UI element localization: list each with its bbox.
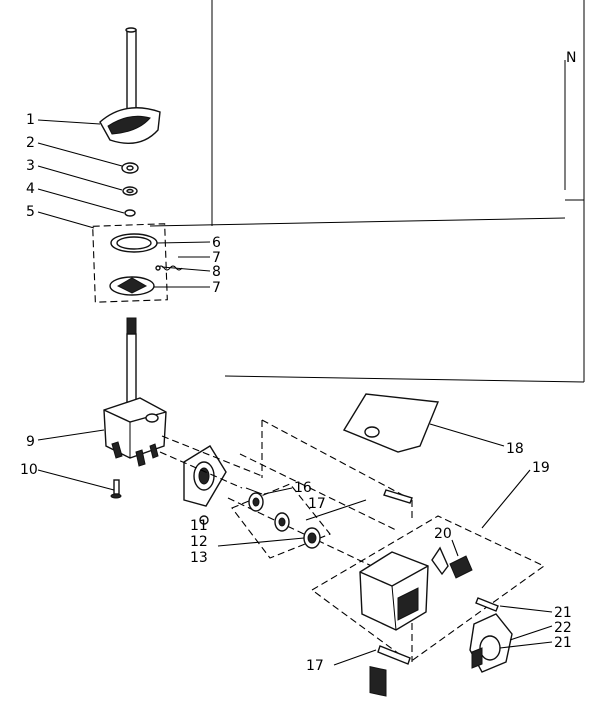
washer-icons — [121, 162, 139, 217]
frame-lines — [149, 0, 585, 383]
callout-13: 13 — [190, 550, 208, 566]
lower-shaft — [126, 317, 137, 409]
callout-2: 2 — [26, 135, 35, 151]
callout-16: 16 — [294, 480, 312, 496]
callout-17b: 17 — [306, 658, 324, 674]
part-18-gasket-icon — [342, 393, 439, 453]
top-marker-label: N — [566, 50, 576, 66]
part-9-gearcase-icon — [103, 397, 167, 467]
callout-20: 20 — [434, 526, 452, 542]
callout-7b: 7 — [212, 280, 221, 296]
part-10-bolt-icon — [110, 479, 122, 499]
part-20-bracket-icon — [431, 546, 473, 579]
callout-19: 19 — [532, 460, 550, 476]
part-12-nut-icon — [199, 515, 209, 525]
part-5-group-box — [92, 223, 168, 303]
callout-labels: 1 2 3 4 5 6 7 8 7 9 10 11 12 13 16 17 18… — [20, 112, 572, 674]
callout-18: 18 — [506, 441, 524, 457]
callout-3: 3 — [26, 158, 35, 174]
callout-21b: 21 — [554, 635, 572, 651]
callout-12: 12 — [190, 534, 208, 550]
leader-lines — [37, 119, 553, 666]
seal-icons — [248, 492, 321, 549]
main-shaft — [125, 27, 137, 121]
callout-17a: 17 — [308, 496, 326, 512]
callout-10: 10 — [20, 462, 38, 478]
callout-1: 1 — [26, 112, 35, 128]
callout-4: 4 — [26, 181, 35, 197]
callout-8: 8 — [212, 264, 221, 280]
part-11-plate-icon — [183, 445, 227, 507]
pump-block-icon — [359, 551, 429, 697]
callout-7a: 7 — [212, 250, 221, 266]
part-21-clip-icon — [475, 597, 499, 612]
part-1-cam-icon — [99, 107, 161, 144]
callout-11: 11 — [190, 518, 208, 534]
part-13-group-box — [231, 483, 331, 559]
callout-6: 6 — [212, 235, 221, 251]
callout-22: 22 — [554, 620, 572, 636]
callout-5: 5 — [26, 204, 35, 220]
callout-9: 9 — [26, 434, 35, 450]
callout-21a: 21 — [554, 605, 572, 621]
part-17-key-icon — [383, 489, 413, 504]
part-19-group-box — [311, 515, 546, 663]
part-22-housing-icon — [469, 613, 513, 673]
part-17-lower-key-icon — [377, 645, 411, 665]
clutch-ring-icon — [109, 233, 158, 296]
part-16-pin-icon — [245, 487, 263, 495]
